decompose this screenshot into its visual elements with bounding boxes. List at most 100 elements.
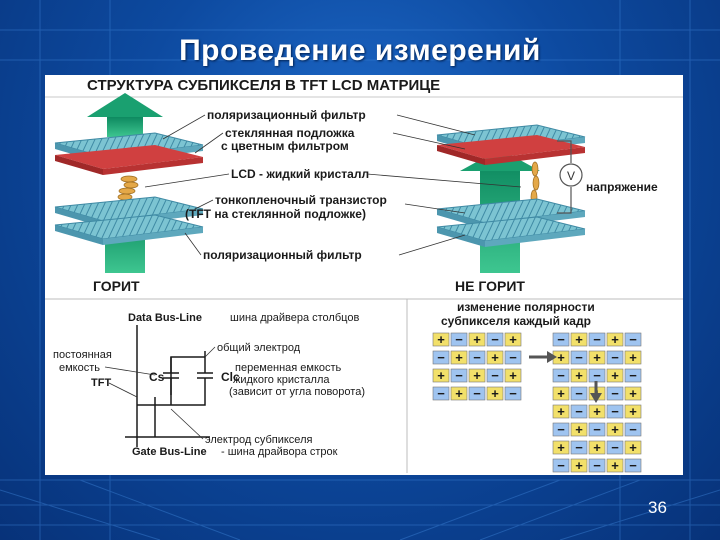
- polarity-symbol: −: [629, 458, 637, 473]
- minus-cell: [570, 350, 588, 365]
- polarity-symbol: +: [491, 350, 499, 365]
- polarity-symbol: +: [593, 404, 601, 419]
- minus-cell: [624, 332, 642, 347]
- voltage-source-icon: [559, 163, 583, 187]
- polarity-symbol: +: [491, 386, 499, 401]
- minus-cell: [552, 368, 570, 383]
- polarity-symbol: −: [509, 350, 517, 365]
- polarity-symbol: −: [575, 350, 583, 365]
- polarity-symbol: +: [611, 422, 619, 437]
- label-tft-1: тонкопленочный транзистор: [215, 193, 387, 207]
- polarity-symbol: −: [575, 440, 583, 455]
- plus-cell: [450, 350, 468, 365]
- minus-cell: [504, 350, 522, 365]
- polarity-symbol: +: [629, 404, 637, 419]
- plus-cell: [552, 386, 570, 401]
- plus-cell: [552, 440, 570, 455]
- polarity-symbol: +: [575, 422, 583, 437]
- polarity-symbol: −: [611, 350, 619, 365]
- polarity-symbol: −: [593, 458, 601, 473]
- minus-cell: [624, 458, 642, 473]
- plus-cell: [588, 440, 606, 455]
- unlit-subpixel-stack: V напряжение НЕ ГОРИТ: [436, 124, 658, 294]
- polarity-symbol: +: [509, 368, 517, 383]
- polarity-symbol: +: [629, 350, 637, 365]
- plus-cell: [570, 458, 588, 473]
- data-bus-label: Data Bus-Line: [128, 312, 202, 324]
- polarity-symbol: −: [575, 404, 583, 419]
- svg-text:V: V: [567, 169, 575, 183]
- plus-cell: [624, 386, 642, 401]
- polarity-symbol: +: [593, 440, 601, 455]
- polarity-symbol: −: [455, 368, 463, 383]
- plus-cell: [606, 458, 624, 473]
- polarity-symbol: +: [557, 386, 565, 401]
- minus-cell: [606, 350, 624, 365]
- polarity-symbol: −: [557, 368, 565, 383]
- plus-cell: [588, 350, 606, 365]
- minus-cell: [468, 350, 486, 365]
- polarity-symbol: −: [455, 332, 463, 347]
- polarity-symbol: +: [629, 440, 637, 455]
- light-arrow-head: [87, 93, 163, 117]
- plus-cell: [450, 386, 468, 401]
- subpixel-circuit: Data Bus-Line шина драйвера столбцов общ…: [53, 312, 365, 458]
- polarity-symbol: −: [629, 332, 637, 347]
- plus-cell: [570, 332, 588, 347]
- minus-cell: [588, 458, 606, 473]
- polarity-symbol: +: [455, 350, 463, 365]
- plus-cell: [570, 422, 588, 437]
- polarity-symbol: +: [593, 350, 601, 365]
- polarity-symbol: +: [575, 368, 583, 383]
- label-lcd: LCD - жидкий кристалл: [231, 167, 369, 181]
- polarity-symbol: −: [491, 368, 499, 383]
- label-polarizer-bottom: поляризационный фильтр: [203, 248, 362, 262]
- minus-cell: [432, 350, 450, 365]
- minus-cell: [552, 422, 570, 437]
- page-number: 36: [648, 498, 667, 517]
- common-electrode-label: общий электрод: [217, 342, 301, 354]
- polarity-symbol: −: [557, 422, 565, 437]
- polarity-symbol: +: [629, 386, 637, 401]
- clc-label: Clc: [221, 370, 240, 384]
- minus-cell: [624, 368, 642, 383]
- polarity-grid-frame-1: +−+−+−+−+−+−+−+−+−+−: [432, 332, 522, 401]
- subpixel-electrode-label: электрод субпикселя: [205, 434, 312, 446]
- constant-cap-1: постоянная: [53, 349, 112, 361]
- layer-labels: поляризационный фильтр стеклянная подлож…: [185, 108, 387, 262]
- polarity-symbol: −: [611, 386, 619, 401]
- polarity-symbol: +: [557, 440, 565, 455]
- polarity-symbol: +: [575, 458, 583, 473]
- plus-cell: [504, 368, 522, 383]
- polarity-symbol: −: [509, 386, 517, 401]
- minus-cell: [450, 332, 468, 347]
- minus-cell: [624, 422, 642, 437]
- minus-cell: [552, 458, 570, 473]
- plus-cell: [468, 368, 486, 383]
- unlit-label: НЕ ГОРИТ: [455, 278, 525, 294]
- polarity-symbol: −: [473, 386, 481, 401]
- variable-cap-1: переменная емкость: [235, 362, 342, 374]
- polarity-symbol: −: [557, 458, 565, 473]
- plus-cell: [432, 368, 450, 383]
- polarity-symbol: +: [611, 332, 619, 347]
- minus-cell: [450, 368, 468, 383]
- polarity-title-1: изменение полярности: [457, 300, 595, 314]
- plus-cell: [486, 350, 504, 365]
- polarity-symbol: −: [437, 350, 445, 365]
- tft-lcd-figure: СТРУКТУРА СУБПИКСЕЛЯ В TFT LCD МАТРИЦЕ: [45, 75, 683, 475]
- gate-bus-label: Gate Bus-Line: [132, 446, 207, 458]
- plus-cell: [588, 404, 606, 419]
- plus-cell: [606, 368, 624, 383]
- lit-subpixel-stack: ГОРИТ: [54, 93, 204, 294]
- polarity-grid-frame-3: +−+−+−+−+−+−+−+−+−+−: [552, 404, 642, 473]
- plus-cell: [468, 332, 486, 347]
- polarity-symbol: −: [593, 368, 601, 383]
- cs-label: Cs: [149, 370, 165, 384]
- polarity-symbol: +: [437, 368, 445, 383]
- minus-cell: [606, 404, 624, 419]
- plus-cell: [606, 332, 624, 347]
- minus-cell: [486, 332, 504, 347]
- data-bus-desc: шина драйвера столбцов: [230, 312, 359, 324]
- color-filter-right: [437, 135, 585, 159]
